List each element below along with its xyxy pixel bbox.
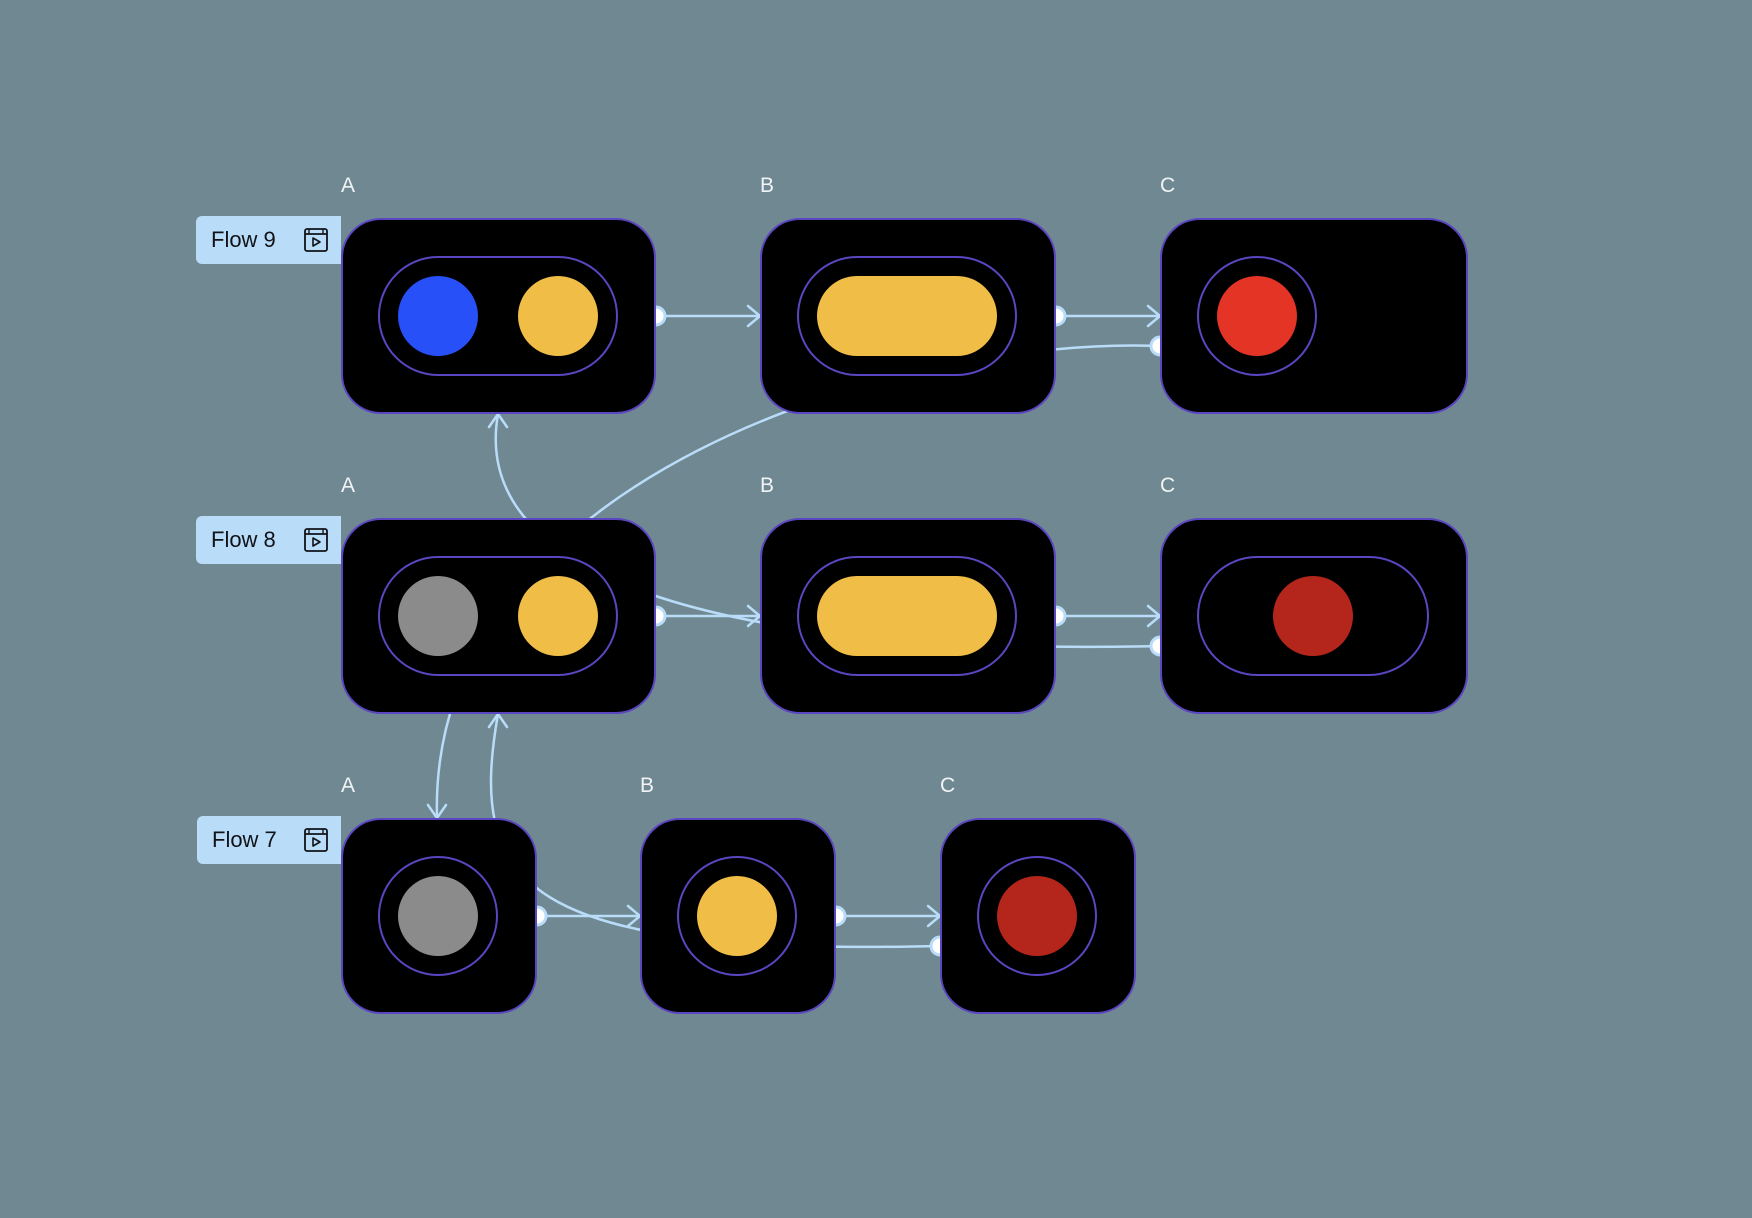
play-window-icon[interactable] [303,827,329,853]
flow-label-flow-9[interactable]: Flow 9 [196,216,341,264]
flow-label-flow-8[interactable]: Flow 8 [196,516,341,564]
state-frame [676,855,797,976]
state-frame [976,855,1097,976]
state-node-0-b[interactable] [760,218,1056,414]
flow-label-flow-7[interactable]: Flow 7 [197,816,341,864]
lamp-indicator [397,875,478,956]
node-letter: B [760,174,775,197]
node-letter: B [760,474,775,497]
state-node-1-a[interactable] [341,518,656,714]
node-letter: A [341,474,356,497]
lamp-indicator [517,275,598,356]
state-frame [1196,555,1429,676]
play-window-icon[interactable] [303,527,329,553]
arrow-head [487,712,509,729]
state-frame [796,555,1017,676]
lamp-indicator [1272,575,1353,656]
node-letter: C [1160,474,1176,497]
state-node-0-a[interactable] [341,218,656,414]
state-frame [796,255,1017,376]
lamp-indicator [816,275,997,356]
lamp-indicator [1216,275,1297,356]
node-letter: C [1160,174,1176,197]
node-letter: B [640,774,655,797]
flow-name: Flow 9 [211,227,276,252]
arrow-head [487,412,509,429]
state-frame [377,255,618,376]
state-node-2-b[interactable] [640,818,836,1014]
play-window-icon[interactable] [303,227,329,253]
flow-name: Flow 7 [212,827,277,852]
node-letter: C [940,774,956,797]
lamp-indicator [517,575,598,656]
state-frame [1196,255,1317,376]
state-frame [377,855,498,976]
lamp-indicator [696,875,777,956]
state-node-2-a[interactable] [341,818,537,1014]
state-node-1-b[interactable] [760,518,1056,714]
flow-name: Flow 8 [211,527,276,552]
lamp-indicator [816,575,997,656]
state-node-1-c[interactable] [1160,518,1468,714]
node-letter: A [341,174,356,197]
state-node-2-c[interactable] [940,818,1136,1014]
node-letter: A [341,774,356,797]
lamp-indicator [996,875,1077,956]
state-node-0-c[interactable] [1160,218,1468,414]
lamp-indicator [397,575,478,656]
state-frame [377,555,618,676]
lamp-indicator [397,275,478,356]
